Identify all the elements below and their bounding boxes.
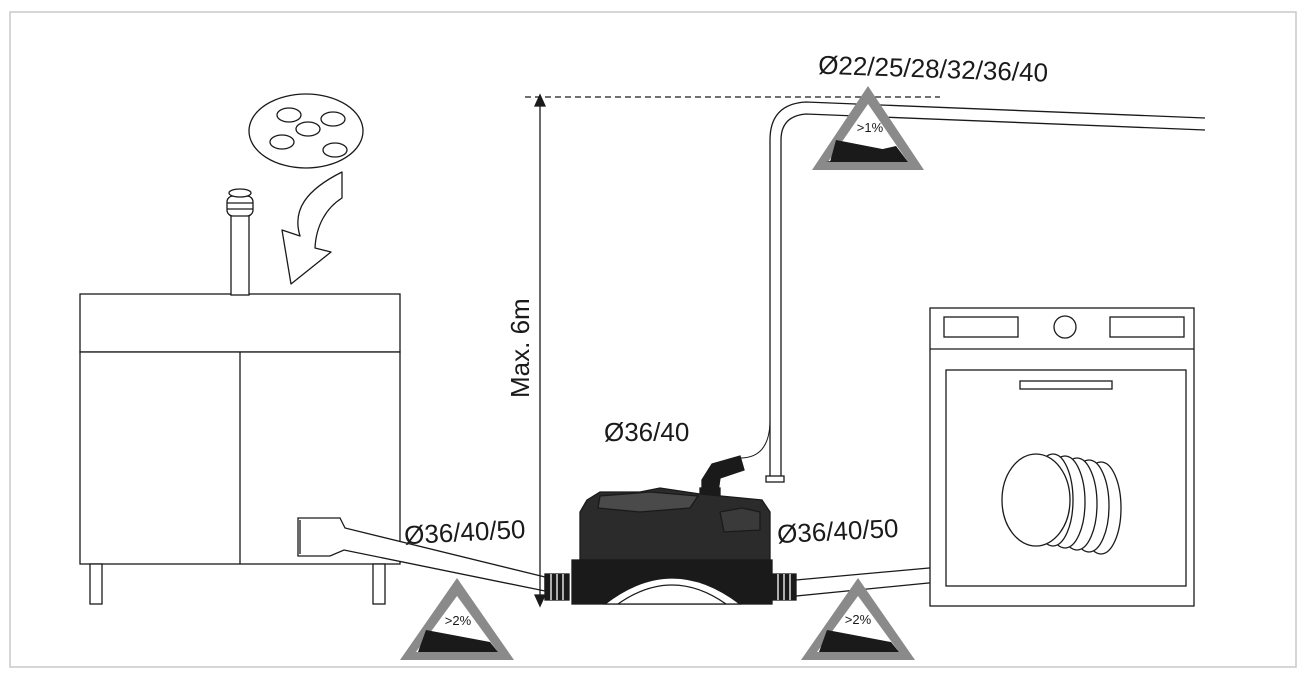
max-height-label: Max. 6m [505,298,535,398]
strainer-plate [248,93,364,169]
sink-faucet [226,188,254,296]
right-inlet-label: Ø36/40/50 [776,513,899,549]
slope-label-right: >2% [845,612,872,627]
slope-triangle-left: >2% [400,578,514,660]
diagram-frame [9,11,1297,668]
slope-triangle-discharge: >1% [812,86,924,170]
left-inlet-label: Ø36/40/50 [403,514,526,550]
pump-outlet-label: Ø36/40 [604,417,689,447]
discharge-pipe [739,101,1206,483]
sink-cabinet [79,293,401,605]
discharge-diameter-label: Ø22/25/28/32/36/40 [818,50,1049,88]
slope-triangle-right: >2% [801,578,915,660]
slope-label-discharge: >1% [857,120,884,135]
slope-label-left: >2% [445,613,472,628]
insert-arrow-icon [281,171,343,285]
pump-unit [544,455,797,605]
dishwasher [929,307,1195,607]
